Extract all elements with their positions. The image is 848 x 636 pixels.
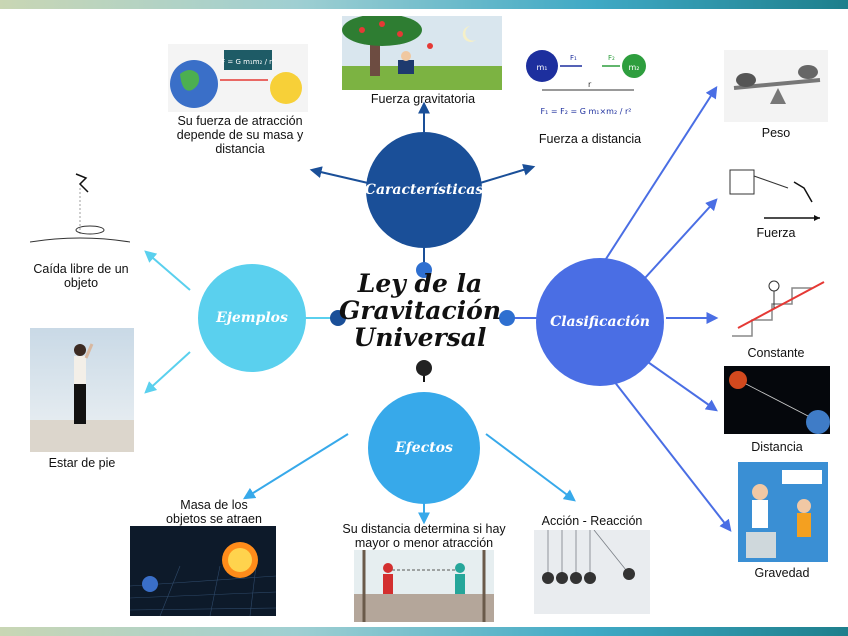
label-fuerza-distancia: Fuerza a distancia xyxy=(538,132,642,146)
newton-formula: F₁ = F₂ = G m₁×m₂ / r² xyxy=(541,107,632,116)
free-fall-picture xyxy=(30,173,130,243)
node-efectos-label: Efectos xyxy=(395,440,453,456)
label-fuerza-gravitatoria: Fuerza gravitatoria xyxy=(370,92,476,106)
label-fuerza: Fuerza xyxy=(756,226,796,240)
top-gradient-band xyxy=(0,0,848,9)
two-masses-picture: m₁ m₂ F₁ F₂ r F₁ = F₂ = G m₁×m₂ / r² xyxy=(526,50,646,116)
main-title: Ley de la Gravitación Universal xyxy=(338,269,502,352)
label-constante: Constante xyxy=(747,346,805,360)
m2-label: m₂ xyxy=(629,63,640,72)
node-efectos: Efectos xyxy=(368,392,480,504)
newtons-cradle-picture xyxy=(534,530,650,614)
earth-sun-picture: F = G m₁m₂ / r² xyxy=(168,44,308,112)
gravity-scientists-picture xyxy=(738,462,828,562)
m1-label: m₁ xyxy=(537,63,548,72)
node-ejemplos: Ejemplos xyxy=(198,264,306,372)
standing-woman-picture xyxy=(30,328,134,452)
planets-distance-picture xyxy=(724,366,830,434)
label-gravedad: Gravedad xyxy=(754,566,810,580)
bottom-gradient-band xyxy=(0,627,848,636)
r-label: r xyxy=(588,80,592,89)
label-su-distancia: Su distancia determina si hay mayor o me… xyxy=(342,522,506,550)
stairs-picture xyxy=(724,256,828,342)
label-accion-reaccion: Acción - Reacción xyxy=(541,514,643,528)
spoke-dot-top xyxy=(416,262,432,278)
label-distancia: Distancia xyxy=(751,440,803,454)
spoke-dot-bottom xyxy=(416,360,432,376)
f1-label: F₁ xyxy=(570,54,577,62)
label-caida-libre: Caída libre de un objeto xyxy=(33,262,129,290)
small-formula: F = G m₁m₂ / r² xyxy=(221,58,275,66)
node-ejemplos-label: Ejemplos xyxy=(216,310,288,326)
balance-stones-picture xyxy=(724,50,828,122)
space-masses-picture xyxy=(130,526,276,616)
spoke-dot-left xyxy=(330,310,346,326)
label-peso: Peso xyxy=(761,126,791,140)
node-caracteristicas: Características xyxy=(364,132,484,248)
spoke-dot-right xyxy=(499,310,515,326)
label-masa-objetos: Masa de los objetos se atraen xyxy=(166,498,262,526)
force-push-picture xyxy=(724,162,828,224)
label-estar-de-pie: Estar de pie xyxy=(48,456,116,470)
label-su-fuerza: Su fuerza de atracción depende de su mas… xyxy=(176,114,304,156)
newton-tree-picture xyxy=(342,16,502,90)
node-clasificacion-label: Clasificación xyxy=(550,314,650,330)
distance-figures-picture xyxy=(354,550,494,622)
node-caracteristicas-label: Características xyxy=(364,182,484,198)
node-clasificacion: Clasificación xyxy=(536,258,664,386)
f2-label: F₂ xyxy=(608,54,615,62)
